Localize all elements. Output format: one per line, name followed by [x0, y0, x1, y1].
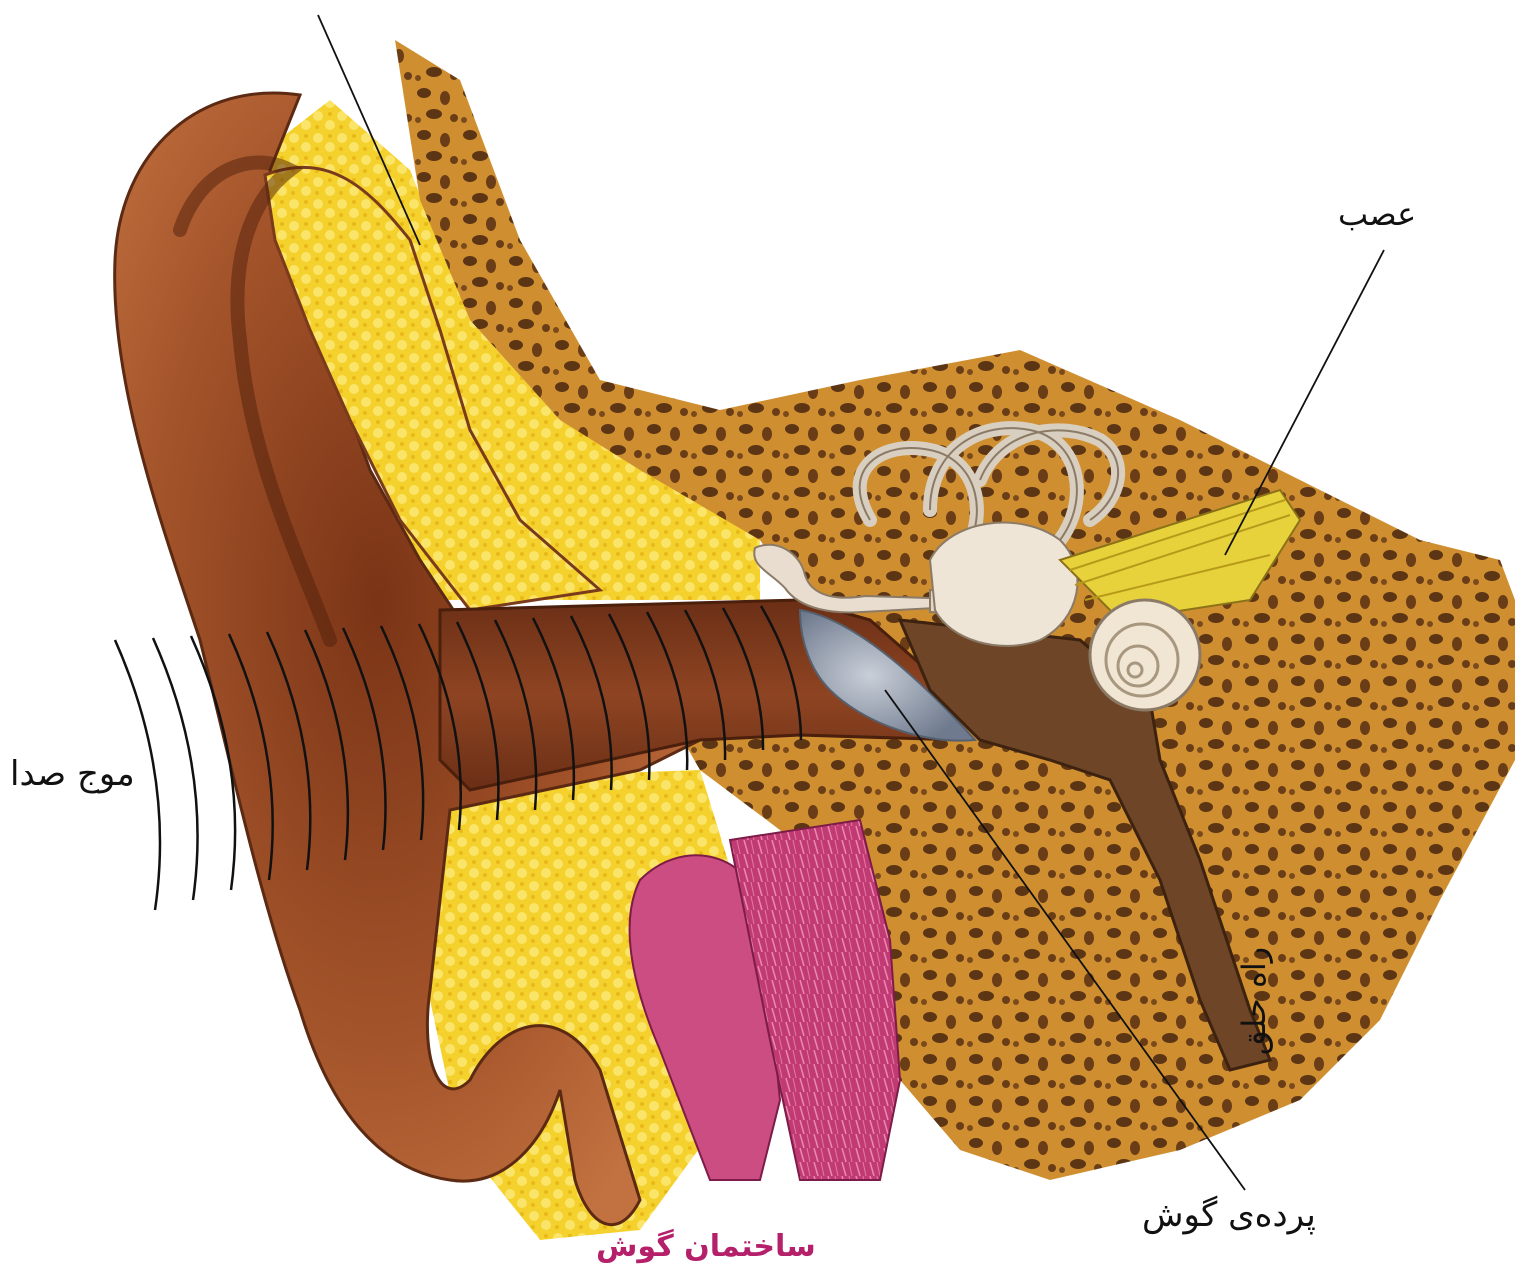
eardrum-label: پرده‌ی گوش: [1142, 1198, 1316, 1232]
nerve-label: عصب: [1338, 198, 1416, 230]
vestibule: [930, 523, 1077, 646]
sound-wave-label: موج صدا: [10, 757, 135, 791]
cochlea: [1090, 600, 1200, 710]
figure-caption: ساختمان گوش: [596, 1232, 816, 1262]
throat-passage-label: راه حلق: [1238, 947, 1270, 1055]
